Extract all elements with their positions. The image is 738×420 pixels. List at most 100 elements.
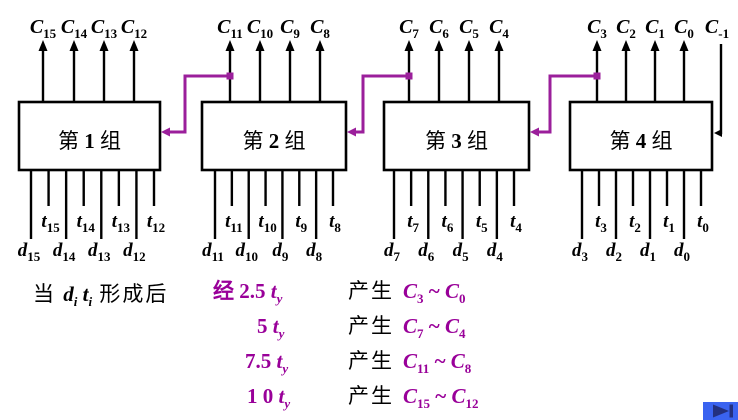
var-base: t: [272, 314, 279, 338]
junction-dot: [593, 72, 601, 80]
up-arrow-icon: [621, 40, 631, 51]
range-from: C3: [403, 279, 424, 305]
carry-output-label: C3: [587, 16, 607, 41]
carry-output-label: C7: [399, 16, 419, 41]
carry-output-label: C6: [429, 16, 449, 41]
delay-text: 7.5: [245, 349, 277, 373]
carry-output-label: C2: [616, 16, 636, 41]
d-input-label: d7: [384, 240, 401, 264]
t-input-label: t13: [112, 211, 131, 235]
var-sub: 7: [417, 326, 424, 342]
t-input-label: t2: [629, 211, 641, 235]
var-base: C: [444, 314, 459, 338]
t-input-label: t1: [663, 211, 675, 235]
carry-connector-2: [354, 74, 409, 134]
delay-value: 7.5 ty: [245, 349, 289, 375]
delay-value: 经 2.5 ty: [213, 279, 283, 307]
carry-output-label: C13: [91, 16, 118, 41]
var-sub: 0: [458, 291, 466, 307]
var-sub: 11: [417, 361, 430, 377]
d-input-label: d10: [235, 240, 258, 264]
carry-output-label: C8: [310, 16, 330, 41]
next-slide-icon: [703, 402, 738, 420]
var-base: C: [451, 384, 466, 408]
next-button[interactable]: [703, 402, 738, 420]
t-input-label: t7: [407, 211, 419, 235]
carry-output-label: C10: [247, 16, 273, 41]
ty-unit: ty: [279, 384, 291, 412]
up-arrow-icon: [225, 40, 235, 51]
d-input-label: d5: [453, 240, 470, 264]
up-arrow-icon: [464, 40, 474, 51]
up-arrow-icon: [315, 40, 325, 51]
var-sub: 4: [458, 326, 466, 342]
ty-unit: ty: [277, 349, 289, 375]
var-sub: 15: [417, 396, 431, 412]
produce-verb: 产生: [348, 384, 394, 408]
t-input-label: t11: [225, 211, 243, 235]
carry-in-label: C-1: [705, 16, 729, 41]
delay-text: 1 0: [247, 384, 279, 408]
var-sub: y: [276, 291, 283, 307]
var-base: C: [403, 314, 418, 338]
carry-output-label: C0: [674, 16, 694, 41]
t-input-label: t8: [329, 211, 341, 235]
d-input-label: d2: [606, 240, 622, 264]
delay-value: 5 ty: [257, 314, 285, 342]
carry-connector-3: [537, 74, 597, 134]
up-arrow-icon: [129, 40, 139, 51]
d-input-label: d3: [572, 240, 589, 264]
carry-output-label: C5: [459, 16, 479, 41]
carry-output-label: C4: [489, 16, 509, 41]
var-sub: y: [278, 326, 285, 342]
t-input-label: t10: [258, 211, 276, 235]
d-input-label: d11: [202, 240, 224, 264]
range-to: C4: [444, 314, 466, 342]
d-input-label: d14: [53, 240, 76, 264]
up-arrow-icon: [285, 40, 295, 51]
delay-value: 1 0 ty: [247, 384, 291, 412]
group-label-4: 第 4 组: [610, 129, 673, 153]
up-arrow-icon: [592, 40, 602, 51]
up-arrow-icon: [404, 40, 414, 51]
produce-verb: 产生: [348, 349, 394, 373]
d-input-label: d4: [487, 240, 504, 264]
var-base: t: [82, 282, 89, 306]
range-separator: ~: [429, 349, 451, 373]
var-sub: 8: [464, 361, 472, 377]
range-from: C7: [403, 314, 424, 342]
caption-lead: 当 di ti 形成后: [33, 282, 169, 310]
lead-suffix: 形成后: [92, 282, 169, 306]
carry-range: C7 ~ C4: [403, 314, 466, 342]
group-label-3: 第 3 组: [425, 129, 488, 153]
left-arrow-icon: [714, 129, 722, 137]
t-input-label: t0: [697, 211, 709, 235]
group-box-2: [200, 100, 348, 172]
up-arrow-icon: [69, 40, 79, 51]
produce-verb: 产生: [348, 279, 394, 303]
up-arrow-icon: [255, 40, 265, 51]
var-base: C: [444, 279, 459, 303]
produce-verb: 产生: [348, 314, 394, 338]
var-sub: y: [284, 396, 291, 412]
up-arrow-icon: [650, 40, 660, 51]
carry-range: C15 ~ C12: [403, 384, 478, 412]
lead-prefix: 当: [33, 282, 64, 306]
range-separator: ~: [423, 279, 445, 303]
range-to: C8: [451, 349, 472, 377]
var-base: d: [63, 282, 74, 306]
carry-output-label: C15: [30, 16, 57, 41]
group-label-1: 第 1 组: [58, 129, 121, 153]
t-input-label: t4: [510, 211, 522, 235]
d-input-label: d0: [674, 240, 690, 264]
t-input-label: t3: [595, 211, 607, 235]
var-base: C: [403, 279, 418, 303]
carry-range: C11 ~ C8: [403, 349, 472, 377]
carry-output-label: C14: [61, 16, 88, 41]
carry-range: C3 ~ C0: [403, 279, 466, 307]
t-input-label: t5: [476, 211, 488, 235]
group-label-2: 第 2 组: [243, 129, 306, 153]
var-sub: i: [88, 294, 93, 310]
